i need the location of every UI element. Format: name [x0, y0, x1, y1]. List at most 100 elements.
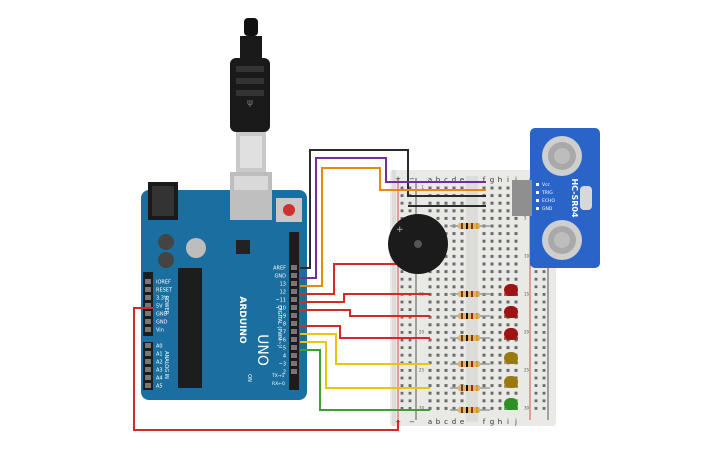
row-number: 20	[419, 329, 425, 334]
resistor	[450, 361, 490, 367]
power-pin-label: GND	[156, 320, 168, 326]
sensor-pin-label: ECHO	[542, 198, 555, 204]
column-label: e	[460, 418, 464, 426]
analog-header	[143, 342, 153, 390]
rail-minus-top: −	[409, 175, 415, 183]
column-label: e	[460, 176, 464, 184]
resistor	[450, 385, 490, 391]
wire-pin10-red	[300, 293, 430, 303]
digital-pin-label: 13	[280, 282, 286, 288]
analog-pin-label: A3	[156, 368, 163, 374]
sensor-pin-label: TRIG	[541, 190, 553, 196]
wire-pin11-red	[300, 263, 440, 295]
digital-pin-label: 12	[280, 290, 286, 296]
crystal	[186, 238, 206, 258]
column-label: i	[507, 418, 509, 426]
arduino-uno-board: ARDUINO UNO DIGITAL (PWM~) ANALOG IN POW…	[141, 182, 307, 400]
svg-text:ψ: ψ	[247, 98, 253, 108]
breadboard-holes	[400, 186, 546, 410]
wire-pin3-green	[300, 349, 430, 411]
digital-pin-label: ~9	[279, 314, 286, 320]
resistor	[450, 335, 490, 341]
brand-label: ARDUINO	[237, 296, 247, 344]
digital-pin-label: 4	[283, 354, 286, 360]
tx-label: TX→1	[271, 373, 285, 379]
led-red	[504, 284, 518, 296]
column-label: c	[444, 176, 448, 184]
digital-pin-label: 8	[283, 322, 286, 328]
wire-pin7-red	[300, 325, 430, 339]
row-number: 10	[524, 253, 530, 258]
column-label: f	[483, 176, 486, 184]
column-label: i	[507, 176, 509, 184]
resistor	[450, 291, 490, 297]
usb-port	[230, 190, 272, 220]
column-label: g	[490, 418, 494, 426]
digital-header	[289, 232, 299, 390]
wire-pin9-red	[300, 309, 430, 317]
microcontroller-chip	[178, 268, 202, 388]
digital-pin-label: ~5	[279, 346, 286, 352]
row-number: 15	[524, 291, 530, 296]
on-label: ON	[246, 374, 252, 382]
led-yellow	[504, 352, 518, 364]
led-yellow	[504, 376, 518, 388]
capacitor	[158, 234, 174, 250]
led-red	[504, 328, 518, 340]
power-pin-label: 5V	[156, 304, 163, 310]
column-label: h	[498, 176, 502, 184]
wire-pin12-orange	[300, 167, 486, 287]
leds	[504, 284, 518, 410]
power-label: POWER	[163, 296, 169, 315]
resistor	[450, 313, 490, 319]
row-number: 30	[419, 405, 425, 410]
svg-text:+: +	[396, 225, 404, 235]
model-label: UNO	[254, 334, 270, 366]
column-label: h	[498, 418, 502, 426]
resistors	[450, 223, 490, 413]
rail-minus-bottom: −	[409, 418, 415, 426]
row-number: 30	[524, 405, 530, 410]
power-pin-label: IOREF	[156, 280, 171, 286]
sensor-pin-label: Vcc	[542, 182, 551, 188]
sensor-pin-label: GND	[542, 206, 553, 212]
digital-pin-label: ~6	[279, 338, 286, 344]
digital-pin-label: 2	[283, 370, 286, 376]
digital-pin-label: ~3	[279, 362, 286, 368]
analog-pin-label: A0	[156, 344, 163, 350]
wire-pin6-yellow	[300, 333, 430, 365]
row-number: 25	[419, 367, 425, 372]
digital-pin-label: 7	[283, 330, 286, 336]
rx-label: RX←0	[272, 381, 285, 387]
sensor-model-label: HC-SR04	[570, 178, 579, 218]
analog-pin-label: A4	[156, 376, 163, 382]
digital-pin-label: ~10	[275, 306, 286, 312]
piezo-buzzer: +	[388, 214, 448, 274]
power-pin-label: RESET	[156, 288, 173, 294]
resistor	[450, 407, 490, 413]
analog-pin-label: A2	[156, 360, 163, 366]
wire-pin13-purple	[300, 157, 486, 279]
rail-plus-top: +	[395, 175, 401, 183]
wires	[133, 149, 486, 431]
column-label: f	[483, 418, 486, 426]
analog-pin-label: A5	[156, 384, 163, 390]
led-green	[504, 398, 518, 410]
resistor	[450, 223, 490, 229]
row-number: 25	[524, 367, 530, 372]
column-label: a	[428, 418, 432, 426]
digital-pin-label: ~11	[275, 298, 286, 304]
analog-in-label: ANALOG IN	[163, 351, 169, 379]
column-label: a	[428, 176, 432, 184]
row-number: 1	[421, 185, 424, 190]
power-pin-label: Vin	[156, 328, 164, 334]
power-pin-label: GND	[156, 312, 168, 318]
column-label: d	[452, 176, 456, 184]
wire-pin5-yellow	[300, 341, 430, 389]
digital-pin-label: GND	[275, 274, 287, 280]
column-label: g	[490, 176, 494, 184]
